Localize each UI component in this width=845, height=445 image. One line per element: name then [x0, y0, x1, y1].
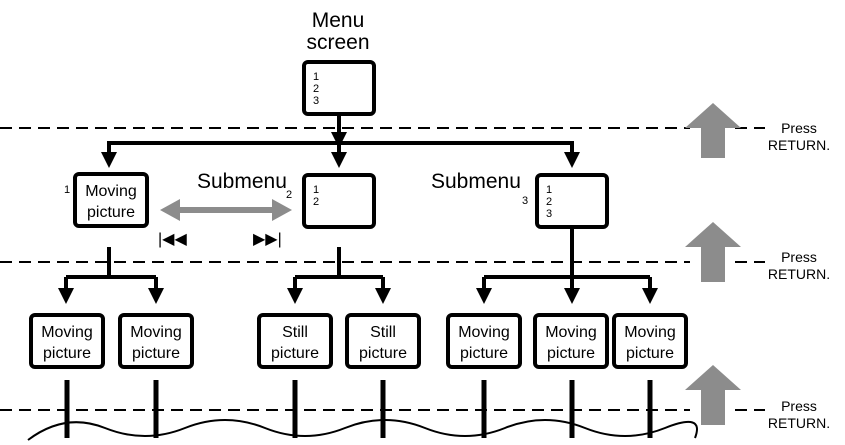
leaf-box	[533, 313, 609, 369]
leaf-label-line2: picture	[271, 345, 319, 362]
leaf-label-line1: Moving	[624, 324, 676, 341]
menu-screen-title-line2: screen	[306, 31, 369, 54]
submenu2-box	[302, 173, 376, 229]
submenu1-label-line2: picture	[87, 204, 135, 221]
fast-forward-icon: ▶▶|	[253, 231, 282, 248]
press-return-label-line1: Press	[781, 120, 817, 136]
submenu2-index: 2	[286, 189, 292, 201]
leaf-label-line1: Still	[282, 324, 308, 341]
leaf-box	[345, 313, 421, 369]
leaf-stems	[64, 380, 653, 438]
leaf-label-line2: picture	[132, 345, 180, 362]
leaf-label-line2: picture	[547, 345, 595, 362]
leaf-label-line1: Moving	[458, 324, 510, 341]
scroll-double-arrow-icon	[160, 199, 292, 221]
press-return-label-line1: Press	[781, 249, 817, 265]
leaf-label-line2: picture	[460, 345, 508, 362]
submenu2-item: 2	[313, 196, 319, 208]
leaf-box	[29, 313, 105, 369]
press-return-label-line2: RETURN.	[768, 266, 830, 282]
submenu2-title: Submenu	[197, 170, 287, 193]
press-return-label-line2: RETURN.	[768, 415, 830, 431]
top-connectors	[101, 114, 580, 168]
submenu1-index: 1	[64, 184, 70, 196]
menu-screen-item: 3	[313, 95, 319, 107]
submenu3-item: 2	[546, 196, 552, 208]
return-up-arrow-icon	[685, 222, 741, 282]
leaf-label-line1: Moving	[41, 324, 93, 341]
submenu1-box	[73, 172, 149, 228]
leaf-box	[118, 313, 194, 369]
menu-screen-title-line1: Menu	[312, 9, 365, 32]
leaf-boxes: Moving picture Moving picture Still pict…	[29, 313, 688, 369]
return-up-arrow-icon	[685, 103, 741, 158]
continuation-wave	[27, 419, 698, 441]
leaf-label-line2: picture	[43, 345, 91, 362]
leaf-box	[257, 313, 333, 369]
leaf-box	[612, 313, 688, 369]
submenu3-index: 3	[522, 195, 528, 207]
leaf-label-line1: Moving	[130, 324, 182, 341]
menu-screen-item: 1	[313, 71, 319, 83]
submenu3-title: Submenu	[431, 170, 521, 193]
leaf-label-line2: picture	[626, 345, 674, 362]
leaf-label-line1: Moving	[545, 324, 597, 341]
submenu2-item: 1	[313, 184, 319, 196]
submenu1-label-line1: Moving	[85, 183, 137, 200]
leaf-label-line2: picture	[359, 345, 407, 362]
leaf-label-line1: Still	[370, 324, 396, 341]
press-return-label-line2: RETURN.	[768, 137, 830, 153]
leaf-box	[446, 313, 522, 369]
leaf-connectors	[66, 227, 650, 279]
menu-screen-item: 2	[313, 83, 319, 95]
submenu3-item: 1	[546, 184, 552, 196]
rewind-icon: |◀◀	[158, 231, 187, 248]
press-return-label-line1: Press	[781, 398, 817, 414]
return-up-arrow-icon	[685, 365, 741, 425]
leaf-arrows	[58, 277, 658, 304]
submenu3-item: 3	[546, 208, 552, 220]
